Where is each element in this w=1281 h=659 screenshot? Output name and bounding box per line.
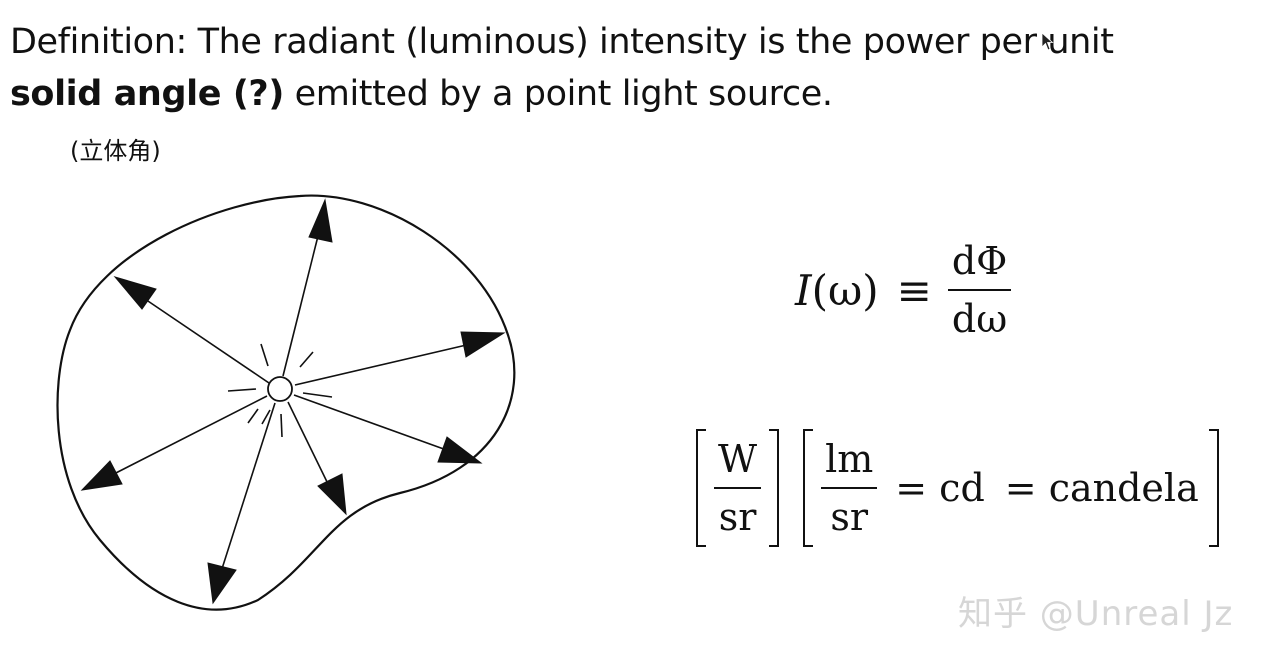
term-note: (立体角) (70, 137, 161, 165)
definition-text: Definition: The radiant (luminous) inten… (10, 16, 1250, 120)
intensity-argument: (ω) (811, 265, 879, 315)
ray-down (219, 402, 276, 576)
ray-down-right (287, 401, 331, 489)
mouse-pointer-icon (1041, 32, 1054, 51)
unit-lumen-per-sr: lm sr (821, 435, 878, 541)
glow-dashes (227, 343, 333, 438)
point-light-diagram (56, 194, 516, 611)
bracket-left-2 (803, 428, 814, 547)
unit1-numerator: W (718, 436, 758, 481)
ray-right (294, 342, 476, 386)
equals-candela: = candela (1004, 465, 1199, 510)
arrowhead-right (460, 331, 506, 358)
formula-lhs: I(ω) (795, 266, 879, 315)
equiv-sign: ≡ (896, 265, 932, 315)
fraction-numerator: dΦ (951, 239, 1008, 283)
unit2-numerator: lm (825, 436, 874, 481)
definition-prefix: Definition: The radiant (luminous) inten… (10, 22, 1114, 62)
arrowhead-down-right (317, 473, 347, 516)
watermark: 知乎 @Unreal Jz (958, 594, 1234, 634)
derivative-fraction: dΦ dω (947, 237, 1012, 343)
equals-cd: = cd (895, 465, 985, 510)
arrowhead-down (207, 562, 237, 605)
unit1-denominator: sr (718, 494, 757, 539)
arrowhead-up (308, 198, 333, 243)
bracket-left-1 (696, 428, 706, 547)
unit-watt-per-sr: W sr (714, 435, 762, 541)
arrowhead-left (80, 460, 123, 491)
intensity-formula: I(ω) ≡ dΦ dω (795, 230, 1012, 350)
fraction-denominator: dω (951, 297, 1008, 341)
ray-left (107, 395, 268, 478)
emission-boundary (56, 194, 516, 611)
ray-lower-right (293, 394, 453, 453)
bracket-right-1 (769, 428, 780, 547)
ray-up (282, 227, 321, 377)
ray-upper-left (141, 296, 270, 384)
intensity-symbol: I (795, 265, 812, 315)
unit2-bar (821, 486, 878, 489)
units-formula: W sr lm sr = cd = candela (696, 425, 1219, 550)
arrowhead-lower-right (437, 436, 483, 464)
definition-suffix: emitted by a point light source. (283, 74, 833, 114)
unit1-bar (714, 486, 762, 489)
fraction-bar (947, 289, 1012, 291)
arrowhead-upper-left (113, 276, 157, 310)
bracket-right-2 (1208, 428, 1219, 547)
unit2-denominator: sr (830, 494, 868, 539)
definition-term: solid angle (?) (10, 74, 284, 114)
point-light-source (267, 376, 293, 402)
